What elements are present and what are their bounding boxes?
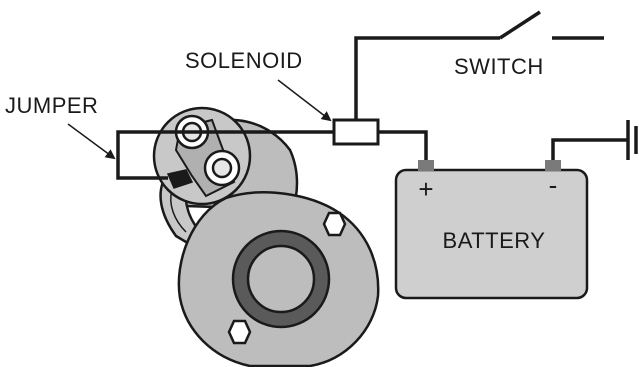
terminal-lower-nut — [211, 157, 233, 179]
battery-negative-post — [545, 160, 561, 171]
solenoid-box — [332, 118, 380, 146]
battery: + - BATTERY — [394, 160, 589, 300]
solenoid-label: SOLENOID — [185, 48, 303, 73]
jumper-wire — [116, 130, 192, 180]
jumper-leader-arrow — [67, 123, 116, 160]
switch-feed-wire — [354, 36, 500, 120]
switch-label: SWITCH — [454, 54, 544, 79]
flange-bolt-top — [322, 211, 347, 237]
jumper-label: JUMPER — [5, 93, 98, 118]
battery-positive-wire — [378, 130, 428, 160]
ground-icon — [626, 120, 638, 160]
battery-positive-post — [418, 160, 434, 171]
starter-nose-center — [246, 244, 316, 314]
wiring — [116, 10, 628, 180]
starter-motor — [152, 106, 380, 367]
solenoid-leader-arrow — [277, 79, 332, 122]
switch-blade — [499, 10, 541, 40]
battery-body — [394, 168, 589, 300]
battery-positive-sign: + — [418, 174, 433, 204]
battery-negative-sign: - — [549, 170, 558, 200]
flange-bolt-bottom — [227, 319, 252, 345]
jumper-lug — [166, 169, 194, 189]
battery-negative-wire — [551, 138, 628, 160]
battery-label: BATTERY — [443, 228, 546, 253]
